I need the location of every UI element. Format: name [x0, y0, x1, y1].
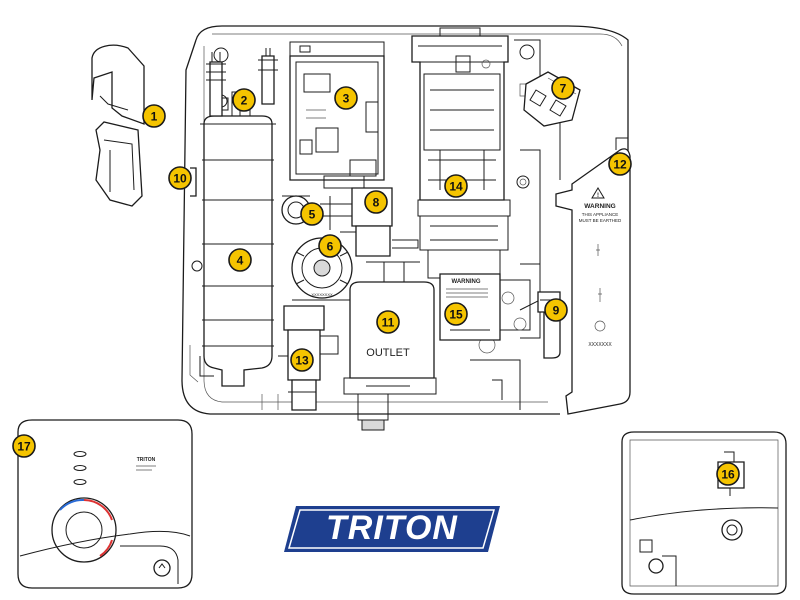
callout-number: 5 — [309, 208, 316, 222]
callout-number: 16 — [721, 468, 735, 482]
callout-number: 17 — [17, 440, 31, 454]
callout-7: 7 — [551, 76, 575, 100]
outlet-label: OUTLET — [366, 347, 410, 359]
svg-text:XXXXXXXX: XXXXXXXX — [311, 292, 333, 297]
front-cover-brand: TRITON — [137, 457, 156, 463]
callout-number: 14 — [449, 180, 463, 194]
callout-14: 14 — [444, 174, 468, 198]
callout-2: 2 — [232, 88, 256, 112]
callout-number: 4 — [237, 254, 244, 268]
callout-17: 17 — [12, 434, 36, 458]
svg-text:!: ! — [597, 193, 599, 199]
outlet-housing: OUTLET — [343, 261, 437, 431]
callout-number: 3 — [343, 92, 350, 106]
callout-number: 12 — [613, 158, 627, 172]
callout-16: 16 — [716, 462, 740, 486]
callout-10: 10 — [168, 166, 192, 190]
rear-view — [621, 431, 787, 595]
callout-number: 15 — [449, 308, 463, 322]
callout-12: 12 — [608, 152, 632, 176]
callout-number: 2 — [241, 94, 248, 108]
callout-number: 8 — [373, 196, 380, 210]
control-assembly: WARNING — [439, 263, 541, 341]
callout-11: 11 — [376, 310, 400, 334]
callout-3: 3 — [334, 86, 358, 110]
triton-logo: TRITON — [284, 506, 500, 552]
callout-number: 1 — [151, 110, 158, 124]
callout-number: 6 — [327, 240, 334, 254]
cover-warning-line-2: MUST BE EARTHED — [579, 218, 622, 223]
callout-number: 9 — [553, 304, 560, 318]
callout-15: 15 — [444, 302, 468, 326]
callout-4: 4 — [228, 248, 252, 272]
callout-number: 11 — [382, 316, 395, 330]
callout-1: 1 — [142, 104, 166, 128]
callout-6: 6 — [318, 234, 342, 258]
cover-warning-line-1: THIS APPLIANCE — [582, 212, 619, 217]
callout-13: 13 — [290, 348, 314, 372]
warning-text: WARNING — [452, 279, 481, 285]
logo-text: TRITON — [326, 509, 458, 547]
callout-number: 13 — [295, 354, 309, 368]
pcb-board — [289, 41, 385, 189]
side-seal — [190, 167, 197, 197]
cover-code: XXXXXXX — [588, 342, 612, 348]
callout-number: 10 — [173, 172, 187, 186]
cover-warning-title: WARNING — [584, 203, 615, 210]
callout-number: 7 — [560, 82, 567, 96]
callout-8: 8 — [364, 190, 388, 214]
shroud-part — [91, 44, 145, 207]
callout-9: 9 — [544, 298, 568, 322]
callout-5: 5 — [300, 202, 324, 226]
side-cover-panel: ! WARNING THIS APPLIANCE MUST BE EARTHED… — [555, 137, 631, 415]
solenoid-block — [411, 27, 511, 279]
front-cover: TRITON — [17, 419, 193, 589]
